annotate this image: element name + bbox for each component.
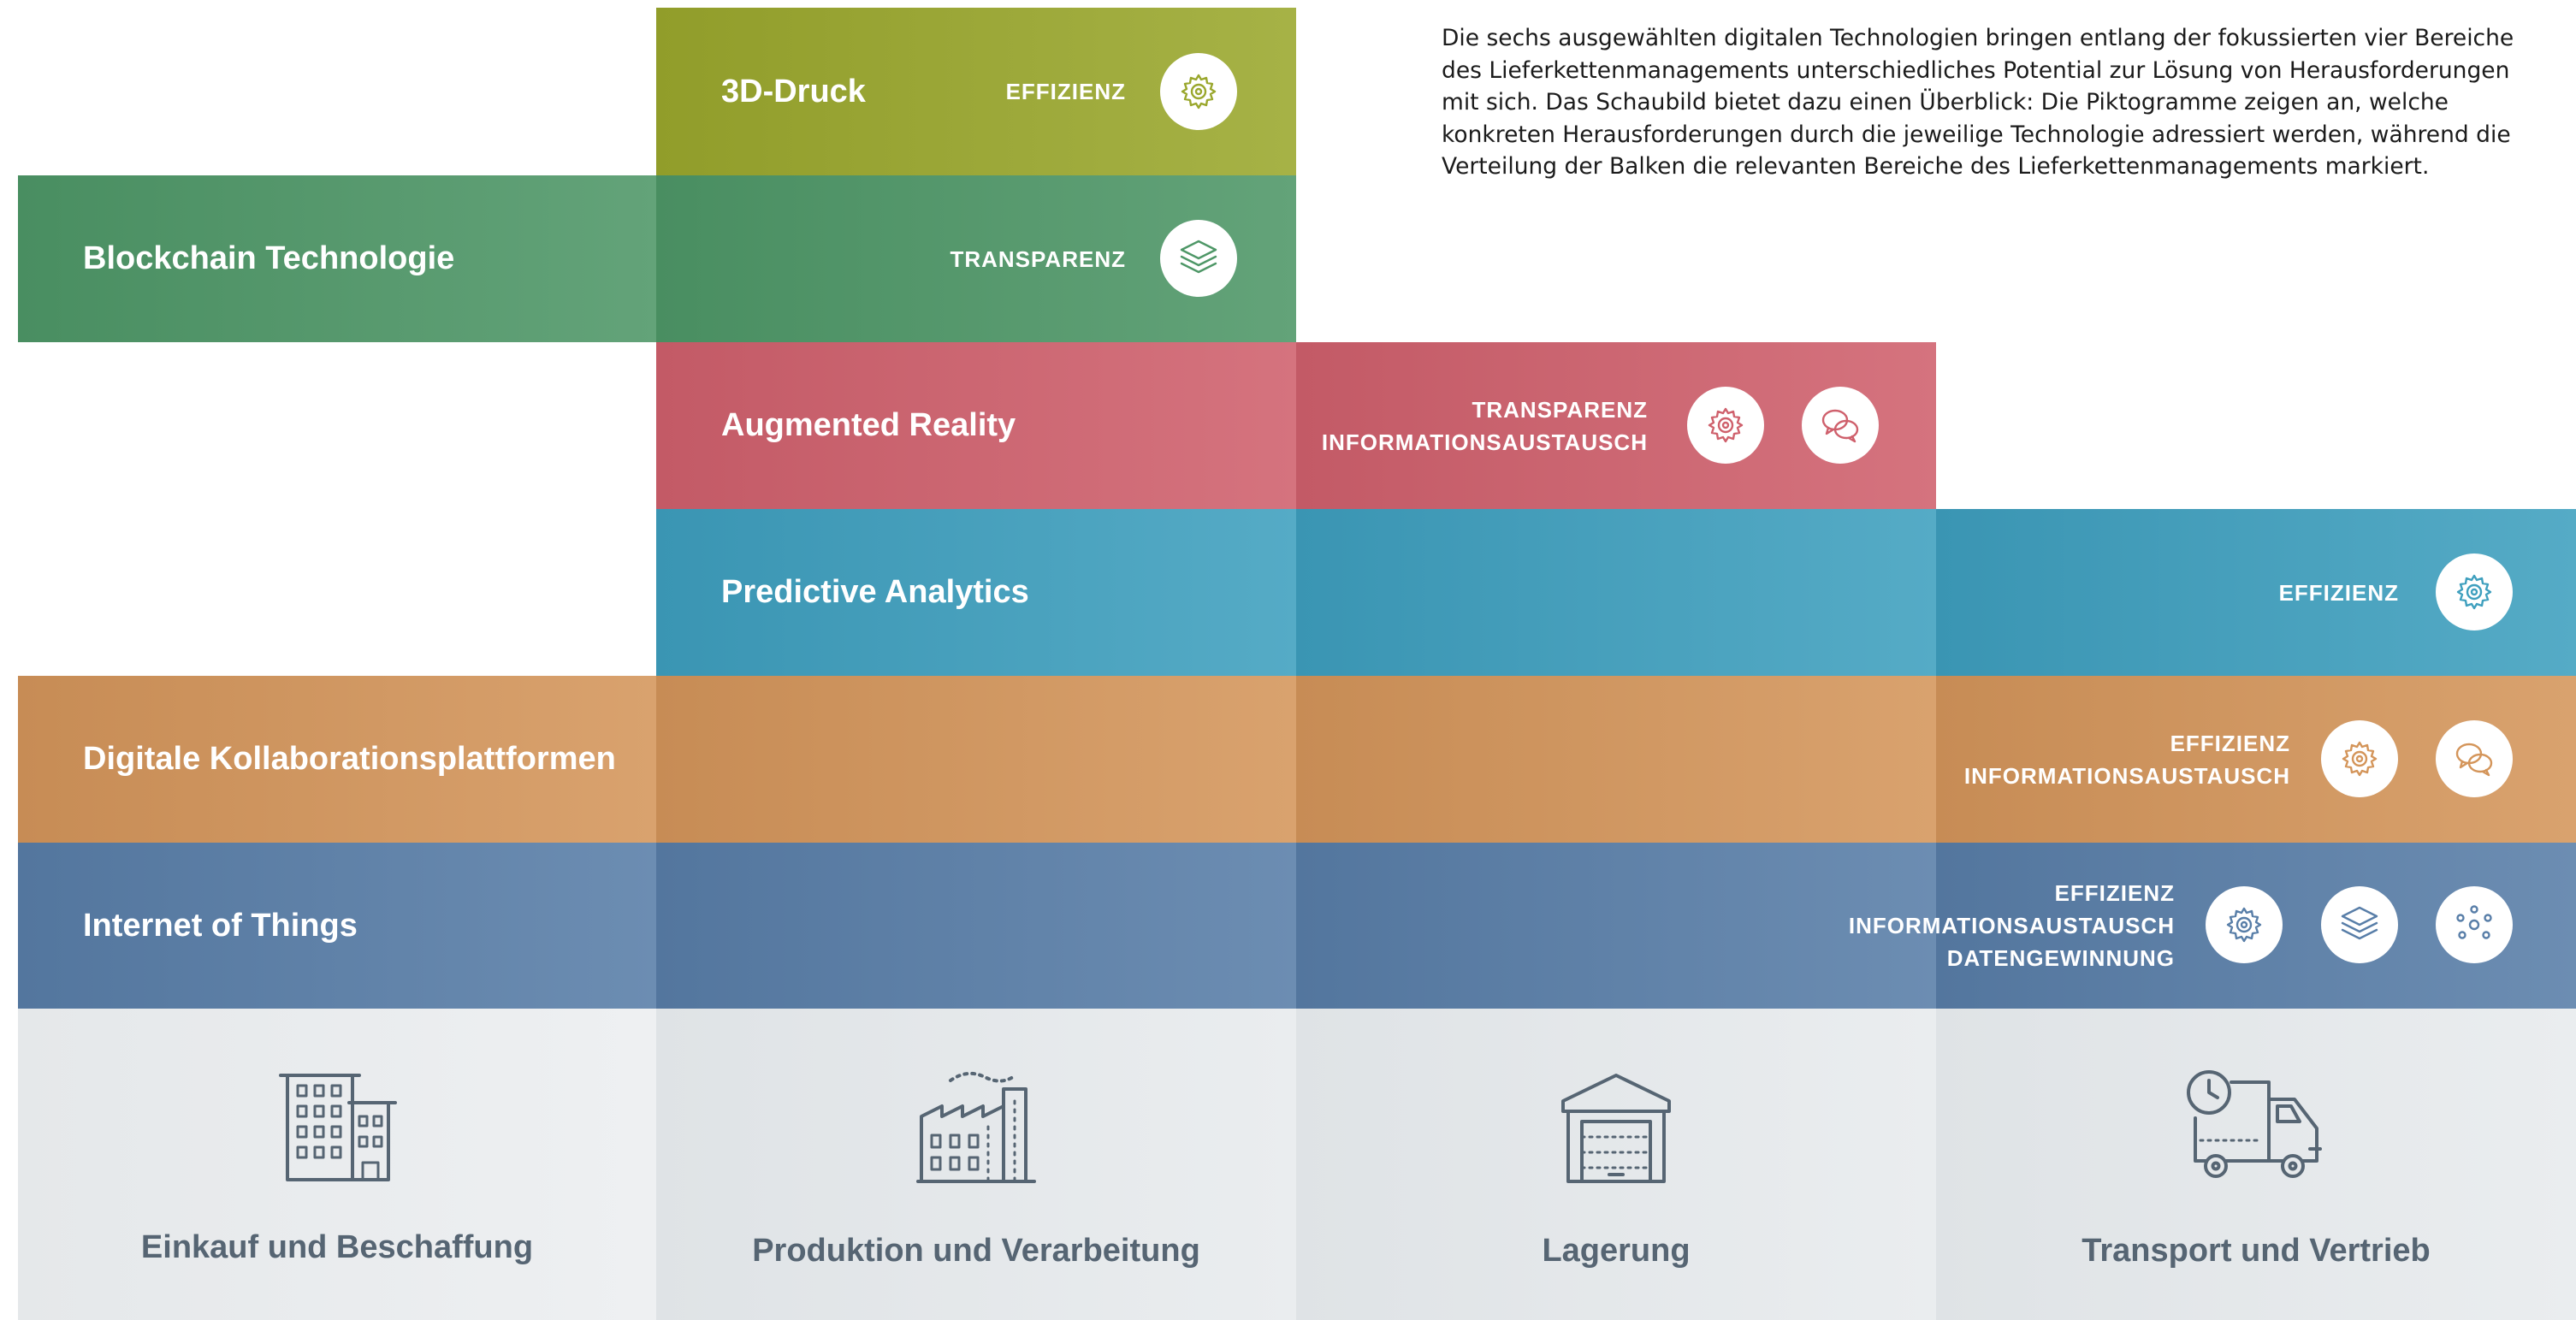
challenge-label: INFORMATIONSAUSTAUSCH bbox=[1321, 429, 1648, 455]
band-segment bbox=[18, 843, 656, 1009]
factory-icon bbox=[656, 1067, 1296, 1187]
challenge-label: EFFIZIENZ bbox=[2170, 730, 2290, 756]
challenge-labels: EFFIZIENZ INFORMATIONSAUSTAUSCH DATENGEW… bbox=[1849, 843, 2175, 1009]
band-segment bbox=[1296, 509, 1936, 676]
network-nodes-icon bbox=[2436, 886, 2513, 963]
area-transport-und-vertrieb: Transport und Vertrieb bbox=[1936, 1009, 2576, 1320]
gear-icon bbox=[1160, 53, 1237, 130]
tech-title: Digitale Kollaborationsplattformen bbox=[83, 741, 616, 777]
chat-bubbles-icon bbox=[2436, 720, 2513, 797]
layers-icon bbox=[1160, 220, 1237, 297]
challenge-label: EFFIZIENZ bbox=[2054, 880, 2175, 906]
tech-title: 3D-Druck bbox=[721, 73, 866, 110]
office-building-icon bbox=[18, 1067, 656, 1187]
delivery-truck-clock-icon bbox=[1936, 1067, 2576, 1187]
warehouse-icon bbox=[1296, 1067, 1936, 1187]
tech-title: Augmented Reality bbox=[721, 407, 1016, 443]
gear-icon bbox=[2436, 553, 2513, 630]
area-label: Produktion und Verarbeitung bbox=[752, 1233, 1200, 1269]
band-segment bbox=[656, 342, 1296, 509]
challenge-label: TRANSPARENZ bbox=[1472, 396, 1648, 423]
band-digitale-kollaborationsplattformen: Digitale Kollaborationsplattformen EFFIZ… bbox=[18, 676, 2576, 843]
challenge-label: INFORMATIONSAUSTAUSCH bbox=[1963, 762, 2290, 789]
band-segment bbox=[1296, 843, 1936, 1009]
challenge-label: EFFIZIENZ bbox=[2278, 579, 2399, 606]
chat-bubbles-icon bbox=[1802, 387, 1879, 464]
challenge-labels: EFFIZIENZ bbox=[2279, 509, 2399, 676]
band-segment bbox=[18, 676, 656, 843]
tech-title: Predictive Analytics bbox=[721, 574, 1029, 610]
gear-icon bbox=[2206, 886, 2283, 963]
description-text: Die sechs ausgewählten digitalen Technol… bbox=[1442, 25, 2514, 180]
area-label: Einkauf und Beschaffung bbox=[140, 1229, 534, 1265]
tech-title: Internet of Things bbox=[83, 907, 358, 944]
area-lagerung: Lagerung bbox=[1296, 1009, 1936, 1320]
challenge-labels: TRANSPARENZ bbox=[950, 175, 1126, 342]
band-internet-of-things: Internet of Things EFFIZIENZ INFORMATION… bbox=[18, 843, 2576, 1009]
gear-icon bbox=[2321, 720, 2398, 797]
tech-title: Blockchain Technologie bbox=[83, 240, 455, 276]
challenge-label: DATENGEWINNUNG bbox=[1946, 945, 2175, 971]
band-segment bbox=[1296, 676, 1936, 843]
challenge-labels: TRANSPARENZ INFORMATIONSAUSTAUSCH bbox=[1322, 342, 1648, 509]
band-blockchain-technologie: Blockchain Technologie TRANSPARENZ bbox=[18, 175, 1296, 342]
gear-icon bbox=[1687, 387, 1764, 464]
challenge-label: TRANSPARENZ bbox=[950, 246, 1126, 272]
area-produktion-und-verarbeitung: Produktion und Verarbeitung bbox=[656, 1009, 1296, 1320]
band-segment bbox=[656, 509, 1296, 676]
challenge-label: EFFIZIENZ bbox=[1005, 79, 1126, 104]
band-segment bbox=[656, 676, 1296, 843]
layers-icon bbox=[2321, 886, 2398, 963]
challenge-labels: EFFIZIENZ INFORMATIONSAUSTAUSCH bbox=[1964, 676, 2290, 843]
area-label: Lagerung bbox=[1542, 1233, 1691, 1269]
band-segment bbox=[656, 843, 1296, 1009]
band-3d-druck: 3D-Druck EFFIZIENZ bbox=[656, 8, 1296, 175]
challenge-labels: EFFIZIENZ bbox=[1006, 8, 1126, 175]
band-augmented-reality: Augmented Reality TRANSPARENZ INFORMATIO… bbox=[656, 342, 1936, 509]
challenge-label: INFORMATIONSAUSTAUSCH bbox=[1848, 913, 2175, 938]
area-label: Transport und Vertrieb bbox=[2082, 1233, 2431, 1269]
band-segment bbox=[18, 175, 656, 342]
area-einkauf-und-beschaffung: Einkauf und Beschaffung bbox=[18, 1009, 656, 1320]
band-predictive-analytics: Predictive Analytics EFFIZIENZ bbox=[656, 509, 2576, 676]
